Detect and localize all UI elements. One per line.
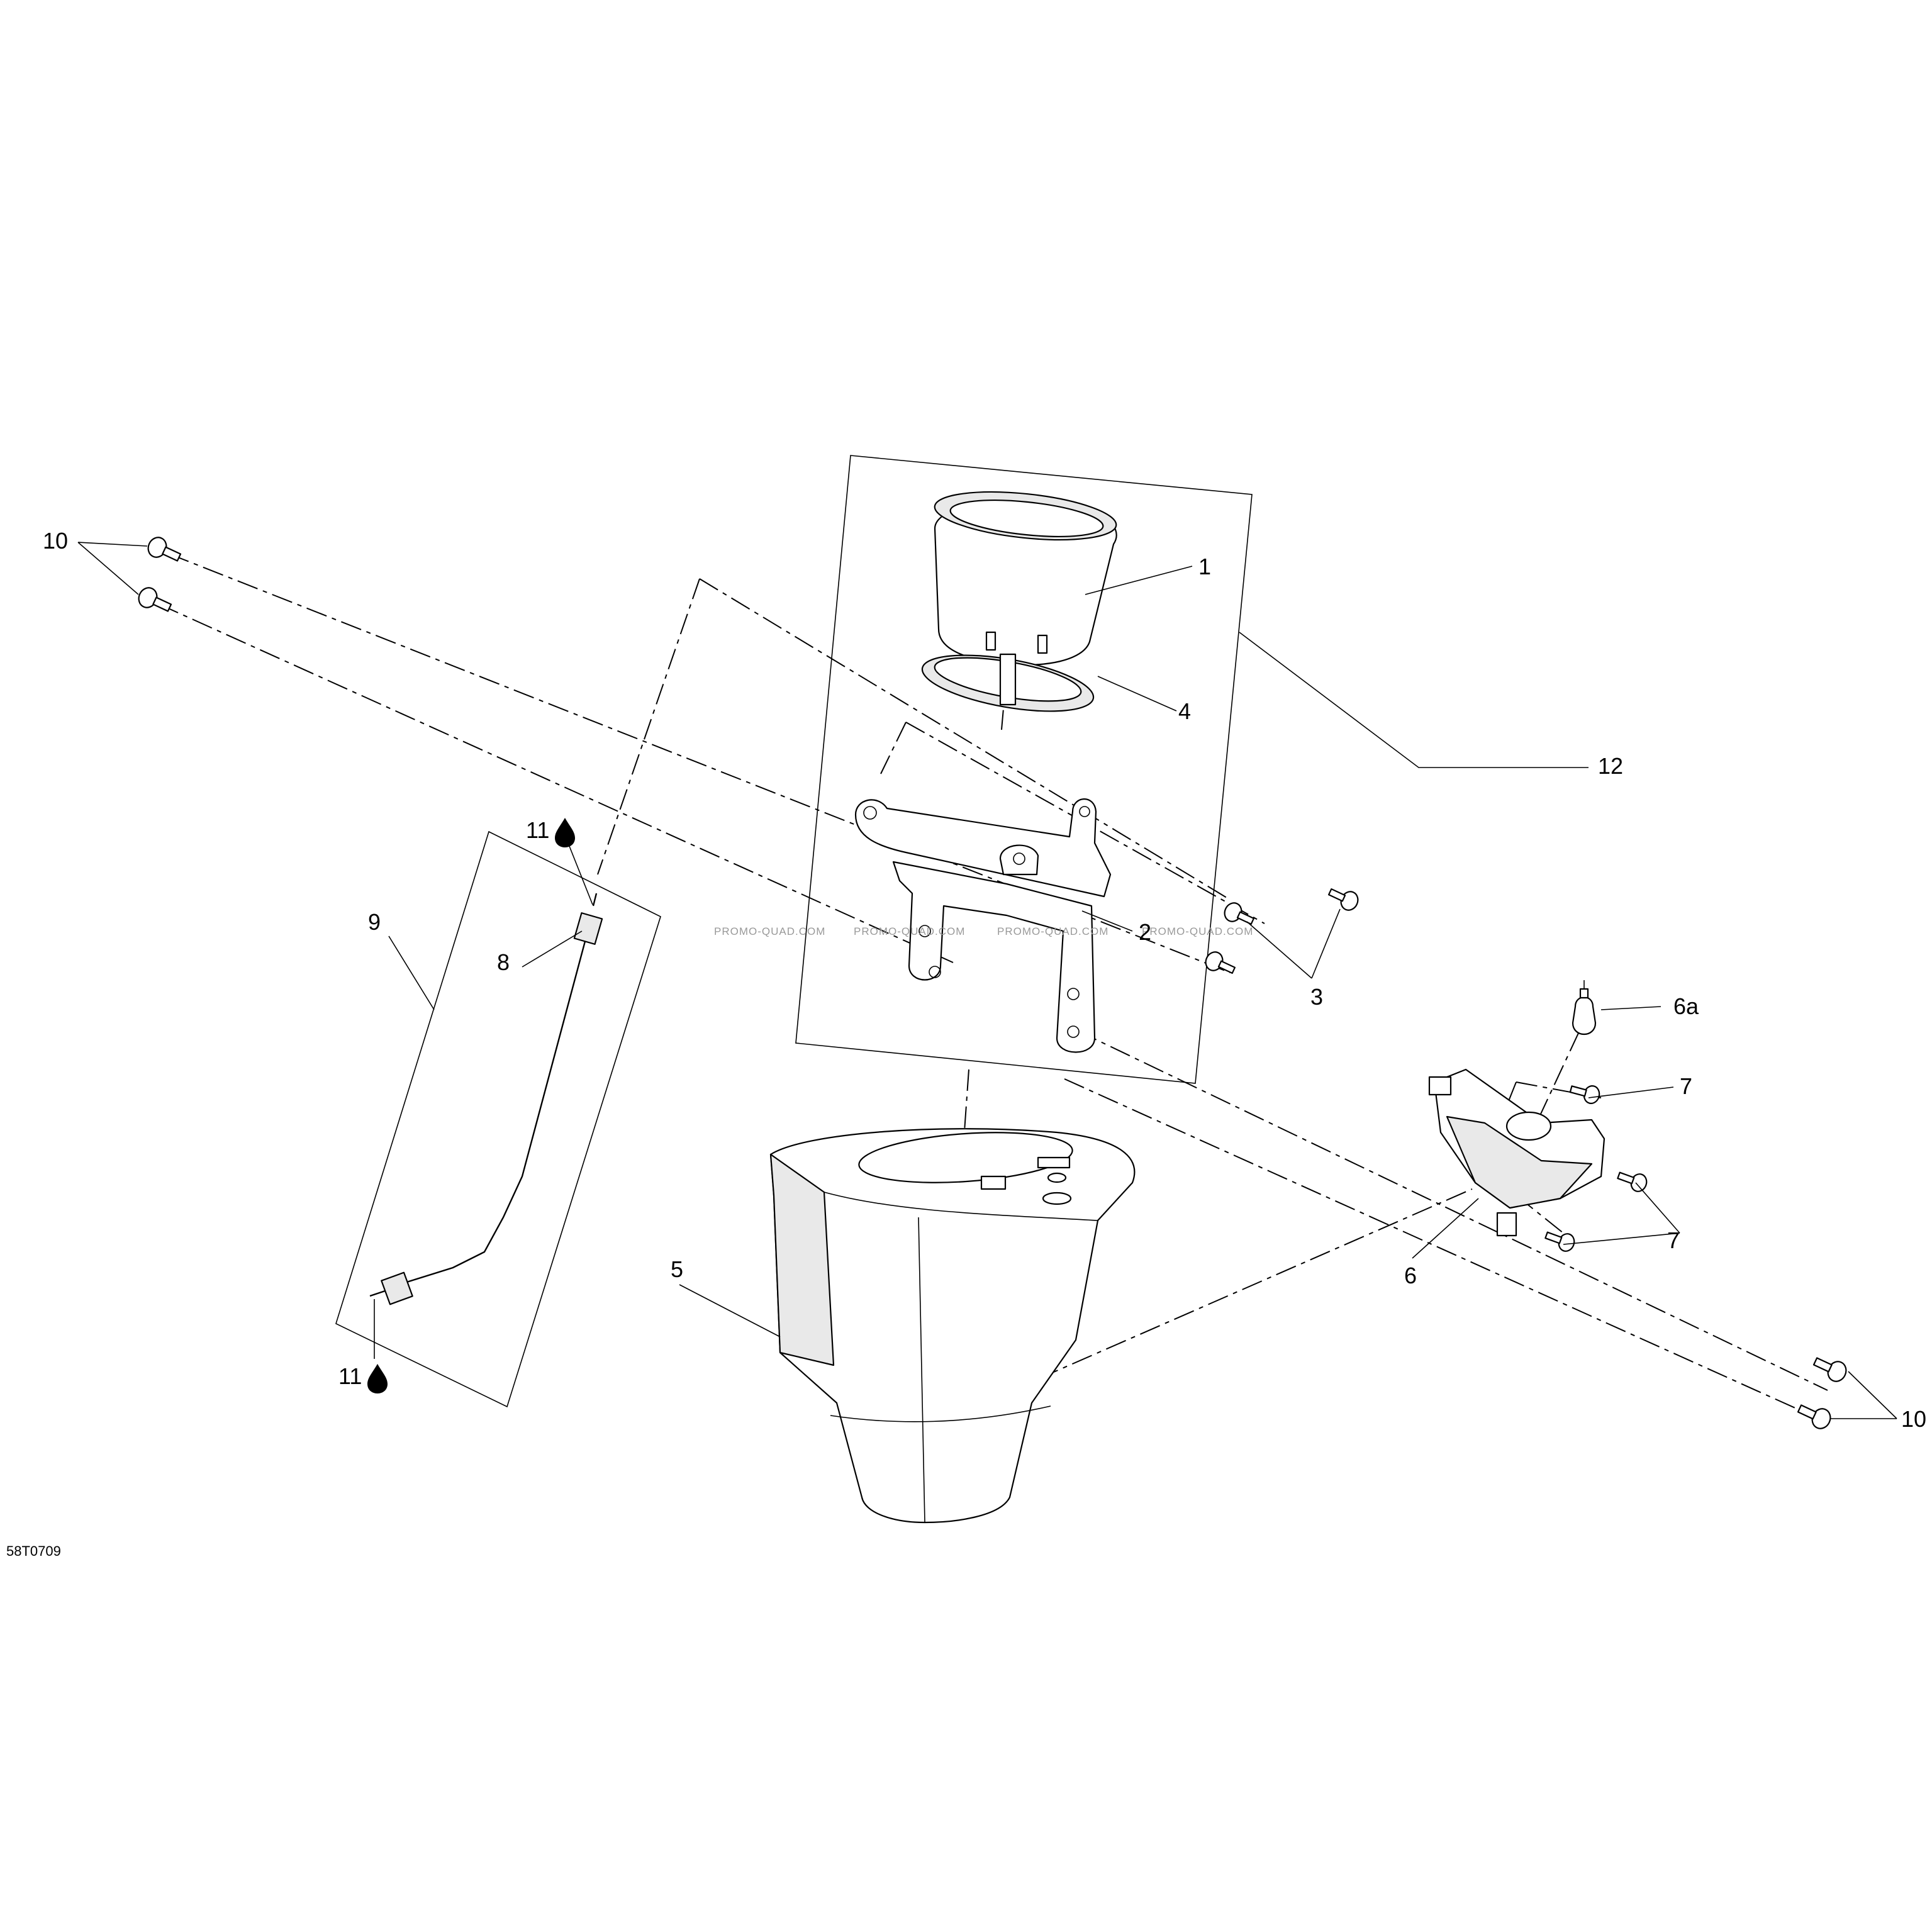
callout-11-bottom: 11 xyxy=(338,1363,362,1389)
callout-5: 5 xyxy=(671,1256,683,1282)
watermark-3: PROMO-QUAD.COM xyxy=(997,925,1108,937)
cable-part-9 xyxy=(369,893,603,1305)
group-box-9 xyxy=(335,830,661,1408)
callout-10-right: 10 xyxy=(1901,1406,1926,1432)
callout-3: 3 xyxy=(1310,984,1323,1010)
callout-labels: 1 2 3 4 5 6 6a 7 7 8 9 10 10 11 11 12 xyxy=(43,528,1926,1432)
gasket-part-4 xyxy=(921,653,1095,712)
group-box-12 xyxy=(795,455,1253,1084)
bulb-part-6a xyxy=(1572,980,1597,1036)
leader-lines xyxy=(77,542,1897,1419)
callout-9: 9 xyxy=(368,909,381,935)
callout-7-lower: 7 xyxy=(1667,1227,1680,1253)
oil-drop-icon xyxy=(367,1364,388,1393)
callout-1: 1 xyxy=(1198,554,1211,579)
watermark-4: PROMO-QUAD.COM xyxy=(1142,925,1253,937)
callout-11-top: 11 xyxy=(526,817,549,843)
oil-drop-icon xyxy=(555,818,575,847)
callout-10-left: 10 xyxy=(43,528,68,554)
callout-2: 2 xyxy=(1139,919,1151,945)
console-cover-part-5 xyxy=(769,1128,1136,1524)
callout-6a: 6a xyxy=(1673,993,1699,1019)
figure-reference-code: 58T0709 xyxy=(6,1543,61,1559)
callout-12: 12 xyxy=(1598,753,1623,779)
callout-4: 4 xyxy=(1178,698,1191,724)
callout-7-upper: 7 xyxy=(1680,1073,1692,1099)
watermark-2: PROMO-QUAD.COM xyxy=(854,925,965,937)
watermark-1: PROMO-QUAD.COM xyxy=(714,925,825,937)
screws-part-10 xyxy=(138,537,1847,1429)
screws-part-3 xyxy=(1205,888,1359,974)
headlight-part-6 xyxy=(1428,1068,1605,1237)
callout-8: 8 xyxy=(497,949,510,975)
screws-part-7 xyxy=(1544,1085,1648,1252)
watermarks: PROMO-QUAD.COM PROMO-QUAD.COM PROMO-QUAD… xyxy=(714,925,1253,937)
bracket-part-2 xyxy=(854,798,1112,1053)
gauge-housing-part-1 xyxy=(934,491,1117,666)
callout-6: 6 xyxy=(1404,1263,1417,1288)
